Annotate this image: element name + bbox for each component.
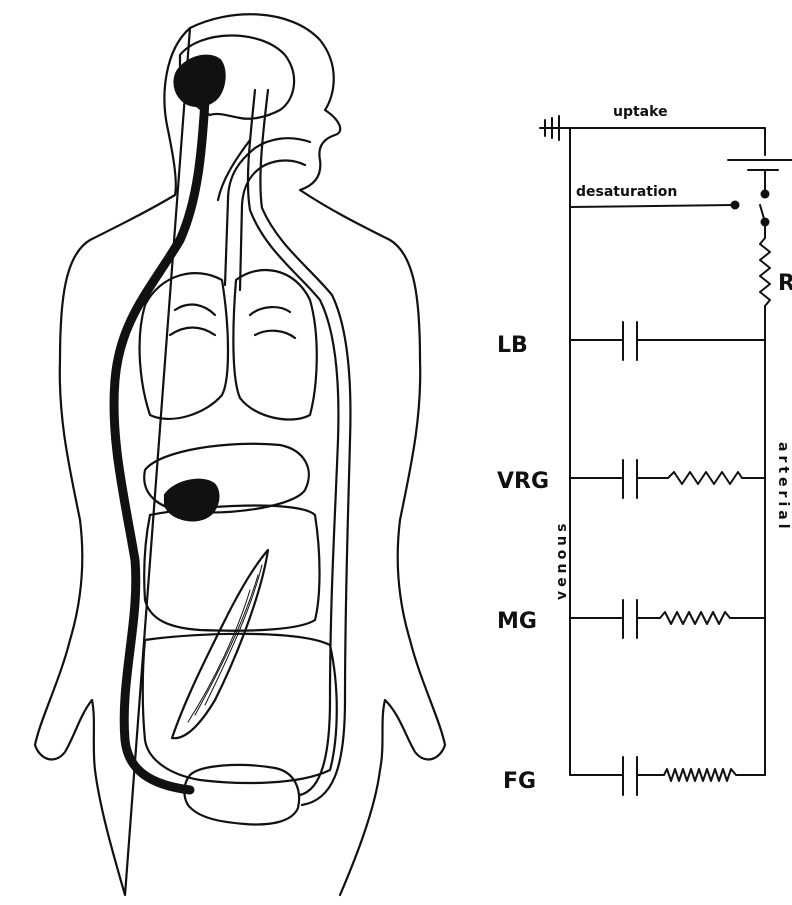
compartment-label-mg: MG	[497, 609, 537, 634]
desaturation-label: desaturation	[576, 184, 677, 200]
muscle	[172, 550, 268, 738]
viscera-lower	[143, 634, 337, 783]
human-body-illustration	[35, 14, 445, 895]
venous-label: venous	[554, 519, 570, 600]
liver	[165, 480, 218, 521]
branch-vrg	[570, 460, 765, 498]
brain	[175, 56, 225, 106]
arterial-label: arterial	[775, 442, 791, 533]
branch-fg	[570, 757, 765, 795]
trachea	[225, 138, 310, 290]
muscle-fibers	[188, 565, 262, 722]
resistor-label: R	[778, 271, 792, 296]
body-outline	[35, 14, 445, 895]
viscera-middle	[144, 506, 319, 631]
circuit-diagram	[540, 116, 792, 795]
resistor-r	[760, 225, 770, 320]
lung-left	[140, 273, 228, 419]
switch-contact-top	[762, 191, 769, 198]
compartment-label-vrg: VRG	[497, 469, 549, 494]
compartment-label-lb: LB	[497, 333, 528, 358]
branch-lb	[570, 322, 765, 360]
branch-mg	[570, 600, 765, 638]
fat-tissue	[184, 765, 299, 825]
lung-right	[233, 270, 316, 420]
compartment-label-fg: FG	[503, 769, 536, 794]
uptake-label: uptake	[613, 104, 668, 120]
battery-symbol	[728, 160, 792, 170]
desaturation-line	[570, 205, 733, 207]
